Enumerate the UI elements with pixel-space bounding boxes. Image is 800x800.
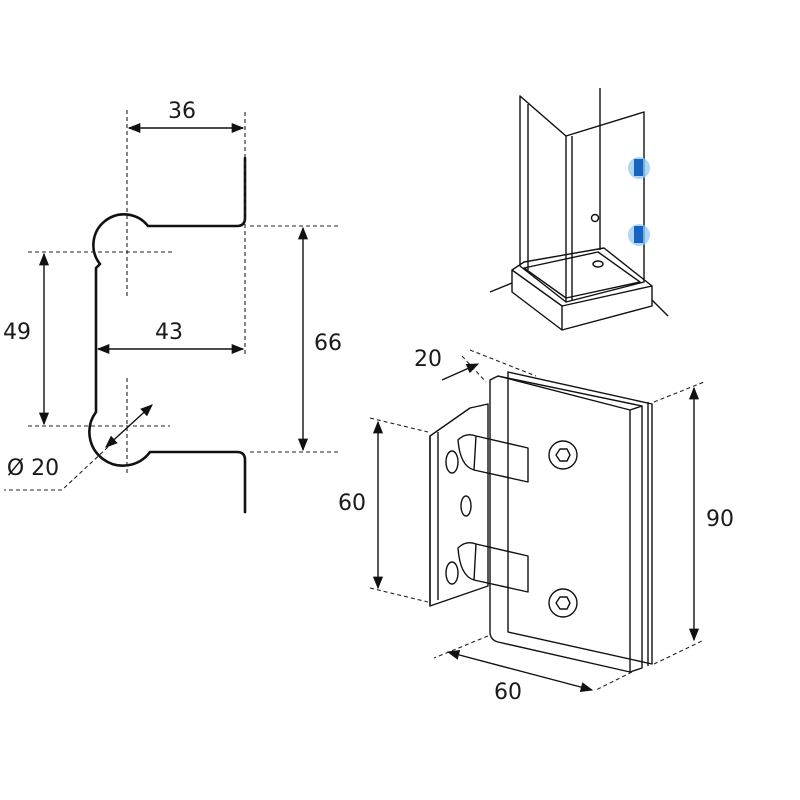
dim-label-thickness: 20 <box>414 347 442 372</box>
hinge-body-bevel <box>629 405 643 673</box>
plate-hole-upper <box>445 450 459 474</box>
screw-hex-lower <box>555 596 571 610</box>
dim-label-49: 49 <box>3 320 31 345</box>
dim-label-36: 36 <box>168 99 196 124</box>
hinge-body-edge <box>497 375 643 407</box>
dim-arrow-60-horizontal <box>446 650 594 692</box>
hinge-body-front <box>489 375 631 673</box>
dim-label-plate-height: 60 <box>338 491 366 516</box>
hinge-body-back <box>507 371 653 665</box>
knuckle-upper-line <box>473 435 477 471</box>
hinge-marker-upper <box>634 159 643 176</box>
dim-arrow-diameter <box>105 404 153 448</box>
profile-outline <box>88 156 247 514</box>
ext-line-90-bottom <box>653 639 705 665</box>
plate-hole-lower <box>445 561 459 585</box>
hinge-3d-drawing: 20 60 90 60 <box>338 347 734 705</box>
shower-tray <box>511 269 653 331</box>
wall-plate <box>429 403 489 607</box>
ext-line-90-top <box>653 381 705 403</box>
ext-line-60-bottom <box>369 587 429 603</box>
dim-label-66: 66 <box>314 331 342 356</box>
ext-line-60-right <box>595 671 633 691</box>
plate-hole-middle <box>460 495 472 517</box>
dim-label-body-height: 90 <box>706 507 734 532</box>
floor-line-right <box>651 299 669 317</box>
ext-line-60-left <box>433 635 489 659</box>
ext-line-20-b <box>469 349 537 377</box>
dim-label-43: 43 <box>155 320 183 345</box>
door-knob <box>590 213 600 223</box>
diameter-leader <box>4 446 109 491</box>
knuckle-lower-line <box>473 543 477 581</box>
floor-line-left <box>489 282 513 293</box>
dim-label-diameter: Ø 20 <box>7 456 59 481</box>
ext-line-60-top <box>369 417 429 433</box>
shower-enclosure-illustration <box>489 88 669 331</box>
knuckle-upper <box>457 433 529 483</box>
shower-tray-inner <box>523 251 641 299</box>
glass-panel-door <box>565 111 645 303</box>
knuckle-lower <box>457 541 529 593</box>
glass-panel-left <box>519 95 567 303</box>
shower-tray-top-rim <box>511 247 653 287</box>
dim-arrow-20 <box>441 363 480 381</box>
profile-drawing: 36 43 49 66 Ø 20 <box>3 99 342 514</box>
shower-drain <box>592 260 604 268</box>
screw-head-lower <box>548 588 578 618</box>
screw-hex-upper <box>555 448 571 462</box>
dim-label-body-width: 60 <box>494 680 522 705</box>
hinge-marker-lower <box>634 226 643 243</box>
screw-head-upper <box>548 440 578 470</box>
